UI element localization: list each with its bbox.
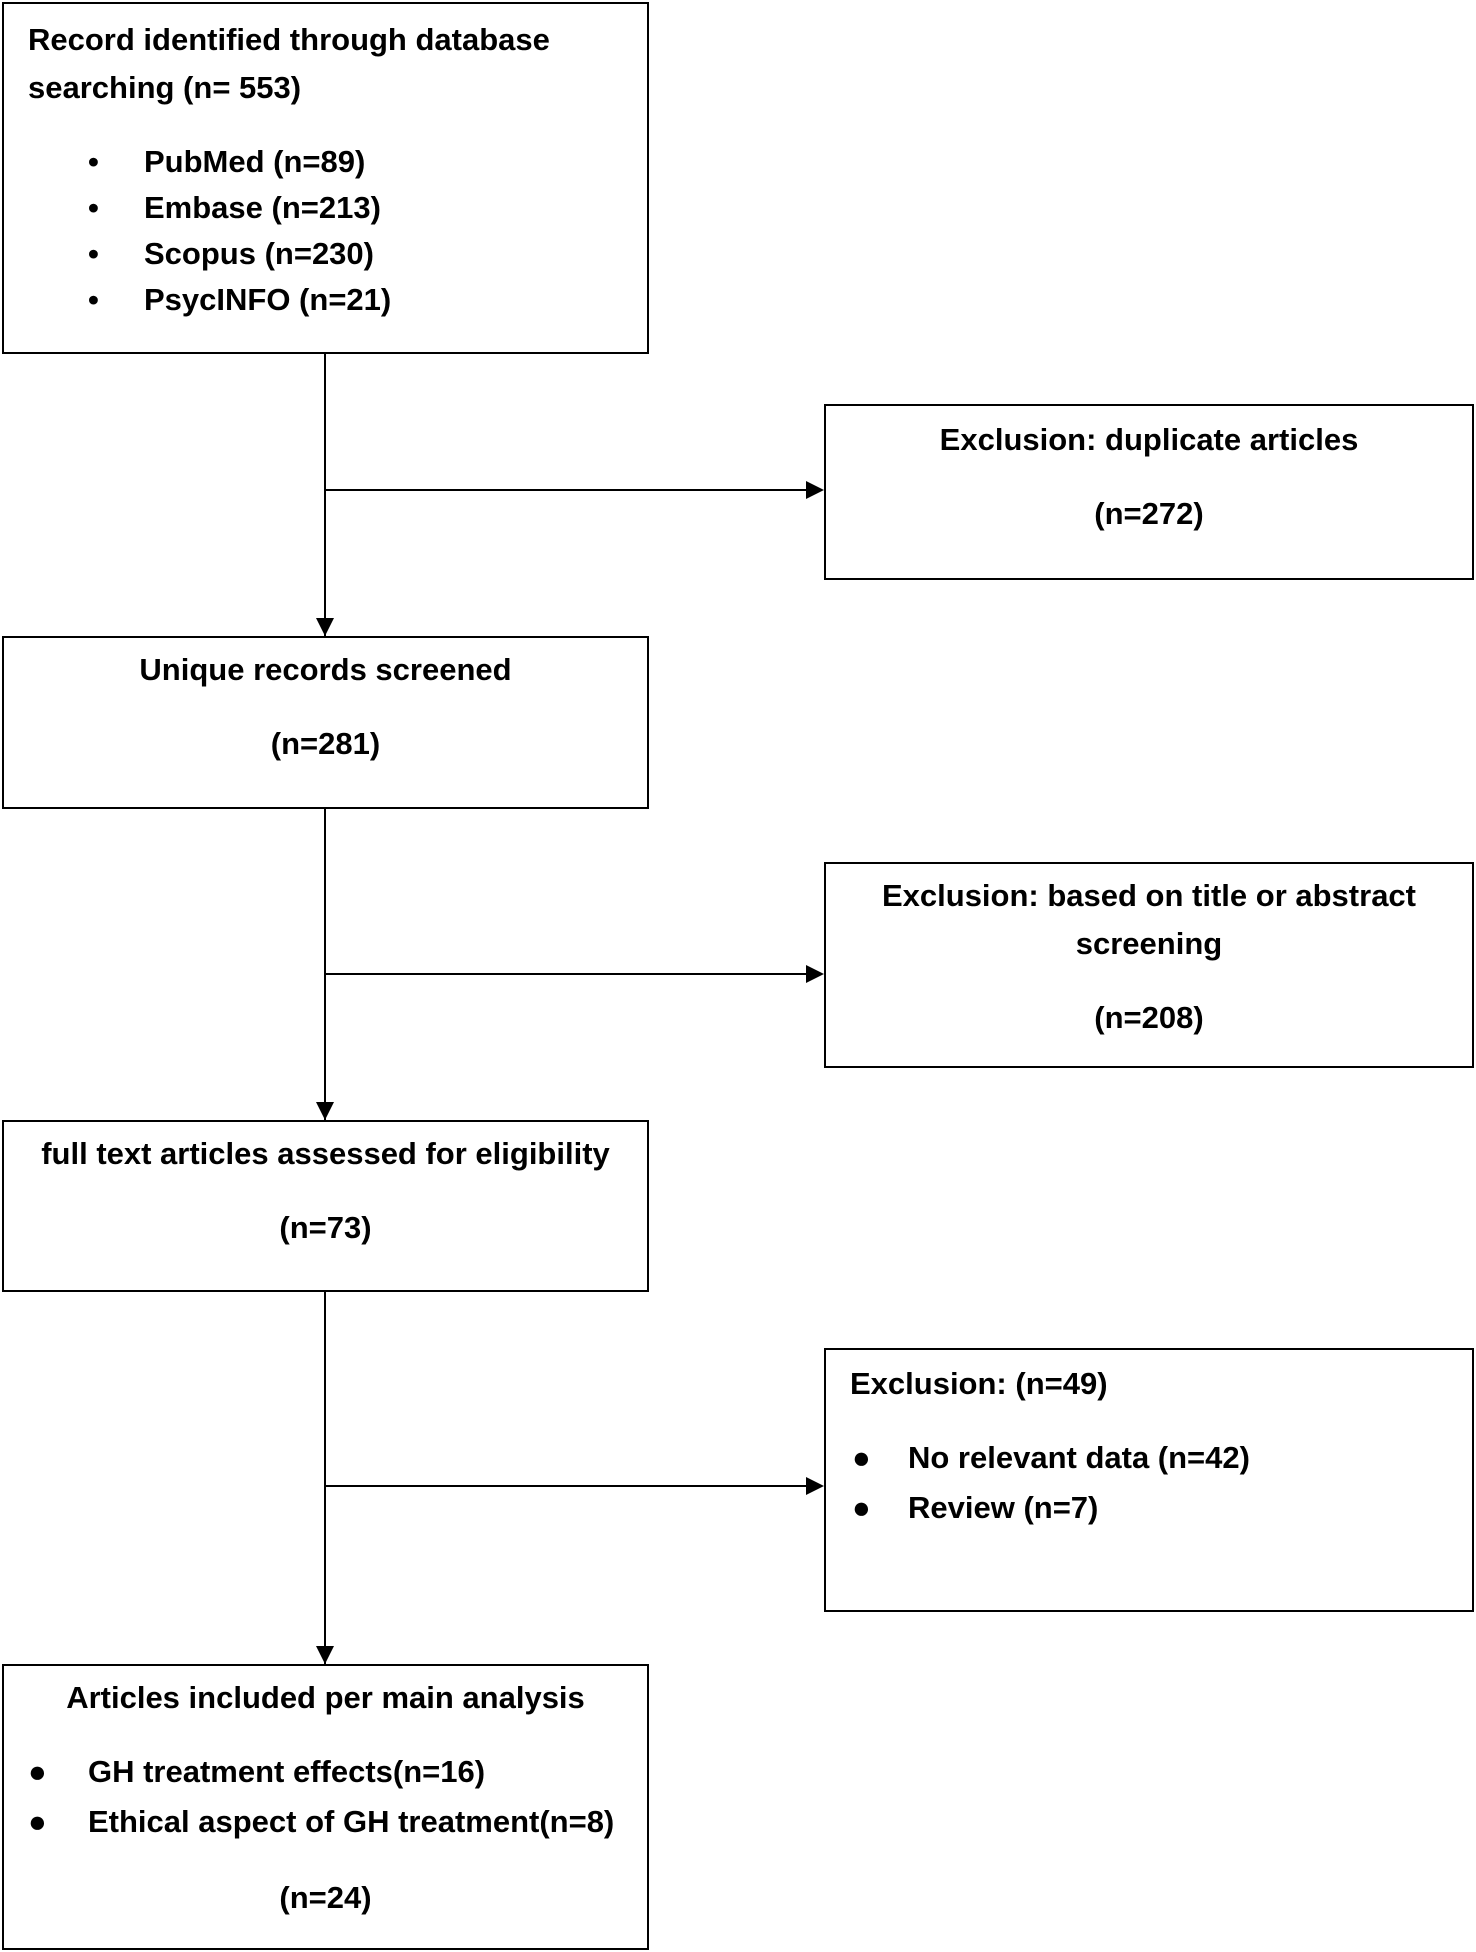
bullet-icon: ● <box>28 1804 47 1839</box>
arrowhead-screened <box>316 618 334 636</box>
included-item-gh-effects: GH treatment effects(n=16) <box>88 1754 486 1789</box>
bullet-icon: ● <box>852 1490 871 1525</box>
bullet-icon: • <box>88 144 99 179</box>
eligibility-count: (n=73) <box>279 1210 372 1245</box>
bullet-icon: • <box>88 282 99 317</box>
identified-title-line2: searching (n= 553) <box>28 70 302 105</box>
box-exclusion-screening: Exclusion: based on title or abstract sc… <box>824 862 1474 1068</box>
source-item-scopus: Scopus (n=230) <box>144 236 374 271</box>
eligibility-title: full text articles assessed for eligibil… <box>41 1136 610 1171</box>
box-exclusion-fulltext: Exclusion: (n=49) ● No relevant data (n=… <box>824 1348 1474 1612</box>
exclusion-duplicates-count: (n=272) <box>1094 496 1204 531</box>
source-item-pubmed: PubMed (n=89) <box>144 144 366 179</box>
box-exclusion-duplicates: Exclusion: duplicate articles (n=272) <box>824 404 1474 580</box>
included-count: (n=24) <box>279 1880 372 1915</box>
arrowhead-exclusion-fulltext <box>806 1477 824 1495</box>
box-eligibility: full text articles assessed for eligibil… <box>2 1120 649 1292</box>
box-records-identified: Record identified through database searc… <box>2 2 649 354</box>
exclusion-duplicates-title: Exclusion: duplicate articles <box>939 422 1359 457</box>
bullet-icon: • <box>88 236 99 271</box>
screened-title: Unique records screened <box>139 652 512 687</box>
bullet-icon: ● <box>852 1440 871 1475</box>
included-item-ethical-aspect: Ethical aspect of GH treatment(n=8) <box>88 1804 615 1839</box>
exclusion-item-no-relevant-data: No relevant data (n=42) <box>908 1440 1250 1475</box>
source-item-embase: Embase (n=213) <box>144 190 381 225</box>
bullet-icon: • <box>88 190 99 225</box>
exclusion-screening-title-line2: screening <box>1075 926 1223 961</box>
exclusion-fulltext-title: Exclusion: (n=49) <box>850 1366 1108 1401</box>
arrowhead-eligibility <box>316 1102 334 1120</box>
box-articles-included: Articles included per main analysis ● GH… <box>2 1664 649 1950</box>
exclusion-item-review: Review (n=7) <box>908 1490 1099 1525</box>
arrowhead-exclusion-duplicates <box>806 481 824 499</box>
arrowhead-included <box>316 1646 334 1664</box>
box-records-screened: Unique records screened (n=281) <box>2 636 649 809</box>
exclusion-screening-count: (n=208) <box>1094 1000 1204 1035</box>
source-item-psycinfo: PsycINFO (n=21) <box>144 282 392 317</box>
bullet-icon: ● <box>28 1754 47 1789</box>
arrowhead-exclusion-screening <box>806 965 824 983</box>
screened-count: (n=281) <box>270 726 381 761</box>
identified-title-line1: Record identified through database <box>28 22 550 57</box>
included-title: Articles included per main analysis <box>66 1680 585 1715</box>
exclusion-screening-title-line1: Exclusion: based on title or abstract <box>881 878 1416 913</box>
